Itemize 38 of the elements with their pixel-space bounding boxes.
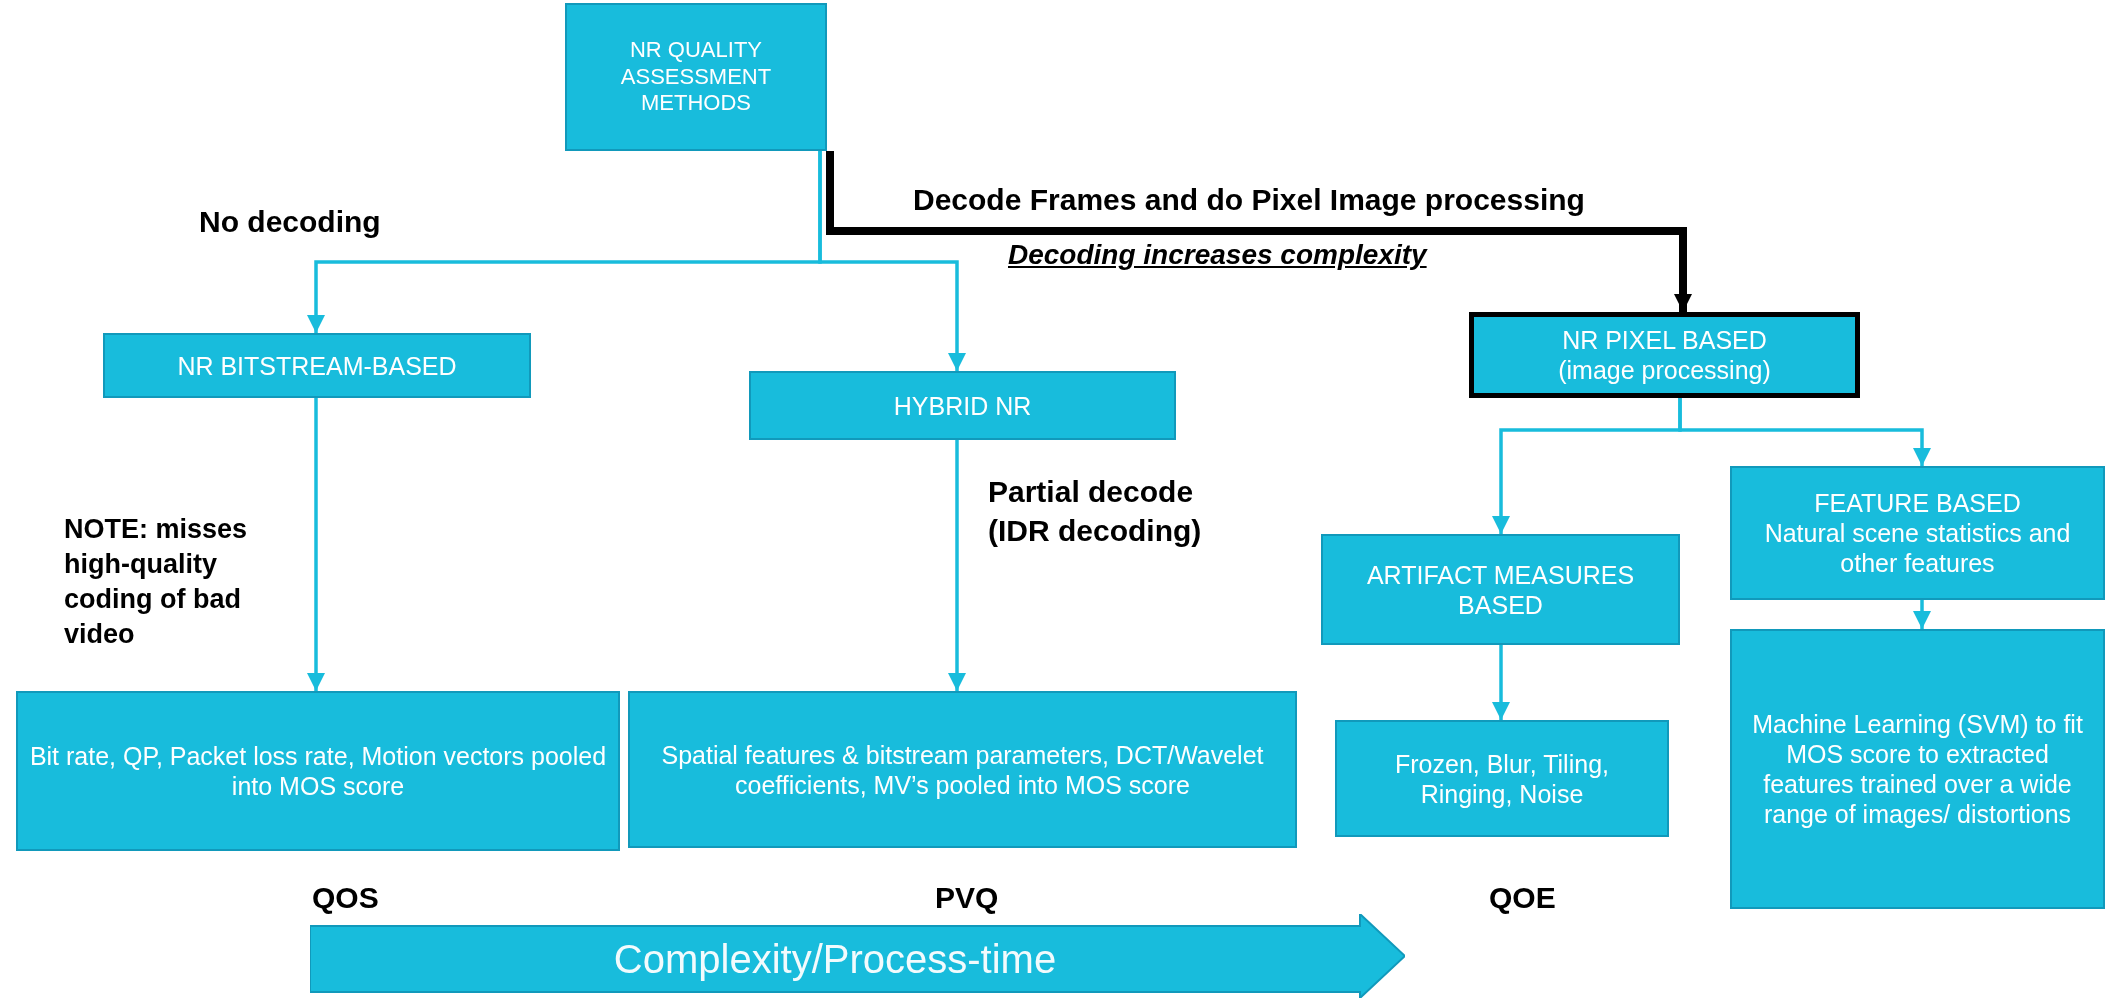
box-text: Machine Learning (SVM) to fit MOS score to extracted features trained over a wide range of images/ distortions (1751, 709, 2084, 829)
annotation-text: QOS (312, 880, 379, 916)
box-text: Spatial features & bitstream parameters, DCT/Wavelet coefficients, MV’s pooled into MOS score (660, 739, 1265, 800)
annotation-text: PVQ (935, 880, 999, 916)
arrow (1492, 645, 1510, 720)
arrow (948, 440, 966, 691)
banner-text: Complexity/Process-time (612, 936, 1058, 983)
annotation-text: Decode Frames and do Pixel Image processing (913, 182, 1585, 218)
box-text: NR QUALITY ASSESSMENT METHODS (619, 37, 773, 117)
process-box (1469, 312, 1860, 398)
process-box (103, 333, 531, 398)
arrow (307, 398, 325, 691)
arrow-banner (310, 914, 1405, 998)
process-box (565, 3, 827, 151)
process-box (16, 691, 620, 851)
arrow (818, 151, 966, 371)
box-text: Natural scene statistics and other features (1763, 518, 2072, 578)
process-box (1321, 534, 1680, 645)
annotation-text: Partial decode (IDR decoding) (988, 474, 1203, 549)
process-box (1730, 466, 2105, 600)
annotation-text: No decoding (199, 204, 381, 240)
process-box (1335, 720, 1669, 837)
box-heading: NR PIXEL BASED (1562, 325, 1767, 355)
box-text: (image processing) (1558, 355, 1771, 385)
box-text: ARTIFACT MEASURES BASED (1365, 559, 1636, 620)
annotation-text: Decoding increases complexity (1008, 238, 1427, 272)
box-text: Bit rate, QP, Packet loss rate, Motion vectors pooled into MOS score (28, 741, 608, 801)
arrow (1913, 600, 1931, 629)
process-box (628, 691, 1297, 848)
box-text: HYBRID NR (893, 390, 1032, 421)
box-text: Frozen, Blur, Tiling, Ringing, Noise (1394, 748, 1610, 809)
box-text: NR BITSTREAM-BASED (177, 350, 457, 381)
annotation-text: NOTE: misses high-quality coding of bad video (64, 513, 249, 652)
arrow (1678, 398, 1931, 466)
process-box (1730, 629, 2105, 909)
process-box (749, 371, 1176, 440)
annotation-text: QOE (1489, 880, 1556, 916)
box-heading: FEATURE BASED (1814, 488, 2021, 518)
